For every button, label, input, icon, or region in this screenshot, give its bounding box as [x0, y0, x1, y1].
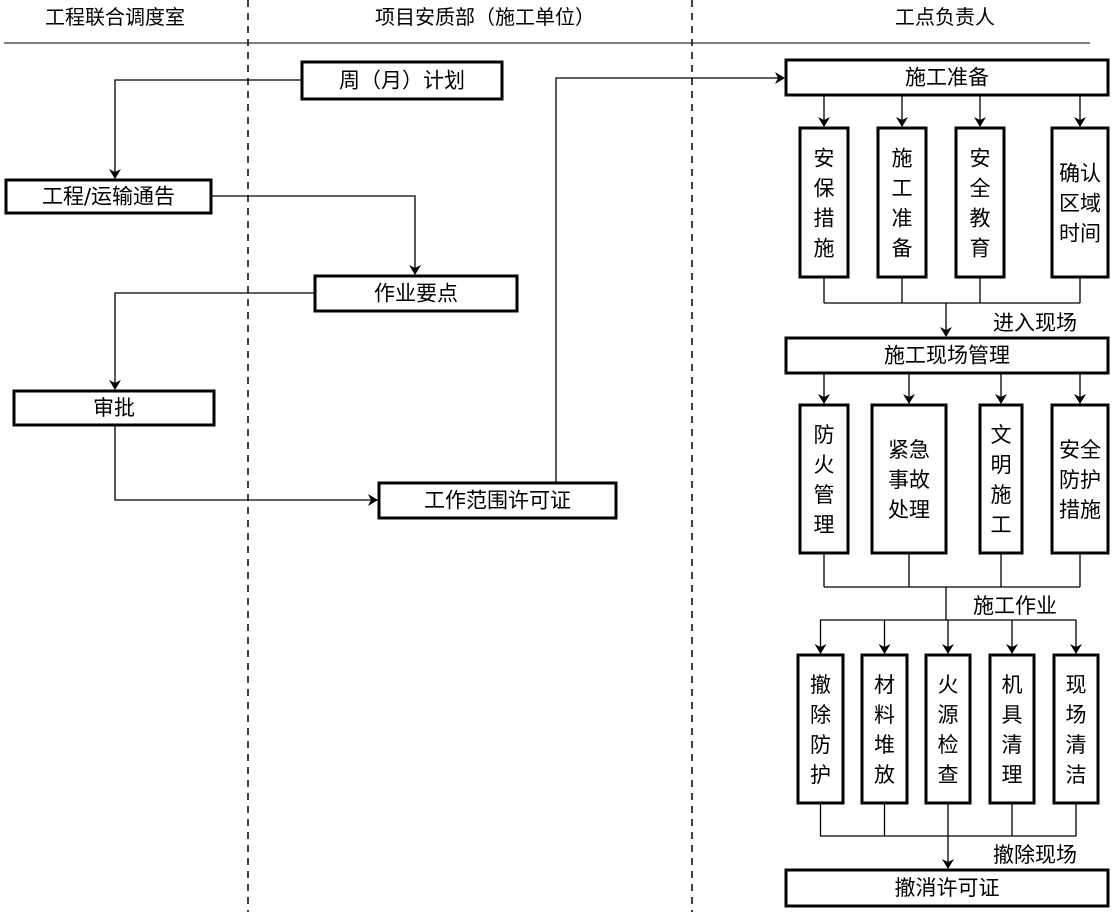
prep-item-box-label: 全 — [970, 177, 991, 201]
work-item-box-label: 护 — [810, 763, 831, 787]
work-item-box-label: 源 — [938, 703, 959, 727]
arrow-approval-to-permit — [114, 425, 378, 506]
prep-item-box-label: 时间 — [1059, 222, 1101, 246]
permit-box-label: 工作范围许可证 — [424, 489, 571, 513]
lane-title-safety-dept: 项目安质部（施工单位） — [375, 5, 595, 29]
enter-site-label: 进入现场 — [993, 311, 1077, 335]
prep-item-box-label: 备 — [892, 237, 913, 261]
work-item-box-label: 理 — [1002, 763, 1023, 787]
mgmt-item-box-label: 处理 — [888, 498, 930, 522]
approval-box-label: 审批 — [93, 396, 135, 420]
permit-box — [377, 481, 618, 520]
mgmt-item-box-label: 明 — [991, 453, 1012, 477]
arrow-permit-to-prep — [555, 72, 785, 483]
revoke-box-label: 撤消许可证 — [895, 876, 1000, 900]
work-item-box — [860, 653, 909, 805]
work-item-box-label: 查 — [938, 763, 959, 787]
prep-item-box — [1050, 126, 1110, 279]
work-item-box-label: 检 — [938, 733, 959, 757]
work-item-box — [1052, 653, 1100, 805]
prep-item-box-label: 施 — [892, 147, 913, 171]
work-item-box-label: 防 — [810, 733, 831, 757]
mgmt-item-box-label: 理 — [814, 513, 835, 537]
prep-item-box — [798, 126, 850, 279]
prep-item-box-label: 施 — [814, 237, 835, 261]
construction-work-label: 施工作业 — [973, 594, 1057, 618]
prep-box-label: 施工准备 — [905, 66, 989, 90]
prep-item-box-label: 保 — [814, 177, 835, 201]
work-item-box-label: 材 — [874, 673, 895, 697]
work-item-box-label: 放 — [874, 763, 895, 787]
approval-box — [12, 389, 216, 427]
prep-item-box-label: 工 — [892, 177, 913, 201]
mgmt-item-box-label: 防护 — [1059, 468, 1101, 492]
lane-title-site-leader: 工点负责人 — [895, 5, 995, 29]
work-item-box-label: 除 — [810, 703, 831, 727]
mgmt-item-box-label: 安全 — [1059, 438, 1101, 462]
mgmt-item-box — [1050, 403, 1110, 555]
mgmt-item-box-label: 施 — [991, 483, 1012, 507]
arrow-notice-to-keypoints — [211, 195, 421, 275]
prep-item-box-label: 确认 — [1059, 162, 1101, 186]
work-item-box-label: 具 — [1002, 703, 1023, 727]
mgmt-item-box-label: 火 — [814, 453, 835, 477]
lane-title-dispatch: 工程联合调度室 — [45, 5, 185, 29]
prep-item-box-label: 安 — [970, 147, 991, 171]
work-item-box — [988, 653, 1036, 805]
work-item-box — [796, 653, 845, 805]
work-item-box-label: 料 — [874, 703, 895, 727]
work-item-box-label: 现 — [1066, 673, 1087, 697]
work-item-box-label: 场 — [1066, 703, 1087, 727]
clear-site-label: 撤除现场 — [993, 843, 1077, 867]
prep-box — [784, 58, 1110, 97]
mgmt-item-box-label: 文 — [991, 423, 1012, 447]
mgmt-item-box-label: 措施 — [1059, 498, 1101, 522]
arrow-plan-to-notice — [109, 79, 302, 179]
arrow-keypoints-to-approval — [109, 292, 315, 390]
mgmt-item-box-label: 工 — [991, 513, 1012, 537]
work-item-box-label: 洁 — [1066, 763, 1087, 787]
work-item-box-label: 堆 — [874, 733, 895, 757]
work-item-box — [924, 653, 972, 805]
prep-item-box-label: 准 — [892, 207, 913, 231]
work-item-box-label: 清 — [1002, 733, 1023, 757]
work-item-box-label: 撤 — [810, 673, 831, 697]
prep-item-box-label: 措 — [814, 207, 835, 231]
prep-item-box-label: 区域 — [1059, 192, 1101, 216]
mgmt-item-box-label: 管 — [814, 483, 835, 507]
key-points-box — [313, 274, 519, 313]
mgmt-item-box — [870, 403, 948, 555]
work-item-box-label: 火 — [938, 673, 959, 697]
site-mgmt-box — [784, 336, 1110, 375]
mgmt-item-box-label: 事故 — [888, 468, 930, 492]
weekly-plan-box-label: 周（月）计划 — [339, 69, 465, 93]
notice-box-label: 工程/运输通告 — [42, 185, 175, 209]
revoke-box — [784, 868, 1110, 908]
work-item-box-label: 机 — [1002, 673, 1023, 697]
mgmt-item-box-label: 防 — [814, 423, 835, 447]
site-mgmt-box-label: 施工现场管理 — [884, 344, 1010, 368]
prep-item-box-label: 教 — [970, 207, 991, 231]
work-item-box-label: 清 — [1066, 733, 1087, 757]
key-points-box-label: 作业要点 — [374, 282, 458, 306]
prep-item-box-label: 育 — [970, 237, 991, 261]
mgmt-item-box-label: 紧急 — [888, 438, 930, 462]
prep-item-box-label: 安 — [814, 147, 835, 171]
